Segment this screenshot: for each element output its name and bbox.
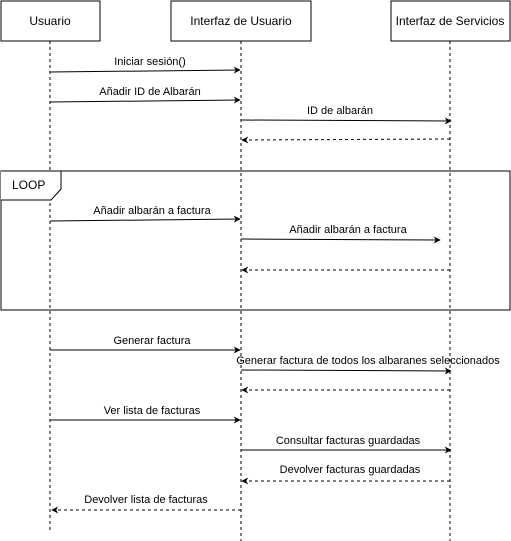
message-label: Devolver facturas guardadas [280, 464, 421, 476]
lifeline-label-interfaz-servicios: Interfaz de Servicios [396, 14, 505, 28]
message-arrow [240, 367, 452, 375]
message-label: Devolver lista de facturas [84, 494, 208, 506]
message-label: ID de albarán [307, 105, 373, 117]
loop-label: LOOP [12, 178, 45, 192]
lifeline-head-interfaz-usuario[interactable] [170, 0, 312, 42]
message-arrow [49, 96, 241, 104]
message-iniciar-sesion[interactable]: Iniciar sesión() [49, 56, 241, 74]
message-anadir-id-albaran[interactable]: Añadir ID de Albarán [49, 86, 241, 104]
message-label: Ver lista de facturas [104, 405, 201, 417]
message-arrow [240, 117, 452, 125]
return-1[interactable] [241, 136, 451, 144]
lifeline-label-interfaz-usuario: Interfaz de Usuario [190, 14, 292, 28]
message-ver-lista-facturas[interactable]: Ver lista de facturas [50, 405, 241, 424]
lifeline-label-usuario: Usuario [29, 14, 71, 28]
message-label: Añadir ID de Albarán [99, 86, 201, 98]
message-arrow [49, 215, 241, 223]
return-arrow [241, 136, 451, 144]
lifeline-usuario[interactable]: Usuario [0, 0, 101, 530]
lifeline-interfaz-servicios[interactable]: Interfaz de Servicios [390, 0, 511, 541]
message-devolver-lista-facturas[interactable]: Devolver lista de facturas [51, 494, 241, 514]
message-arrow [240, 236, 441, 244]
loop-fragment[interactable]: LOOP [0, 170, 511, 311]
message-label: Generar factura [113, 335, 191, 347]
loop-tab [1, 170, 62, 201]
message-label: Añadir albarán a factura [93, 205, 211, 217]
message-generar-factura-todos[interactable]: Generar factura de todos los albaranes s… [236, 355, 500, 375]
message-anadir-albaran-factura[interactable]: Añadir albarán a factura [49, 205, 241, 223]
message-consultar-facturas[interactable]: Consultar facturas guardadas [241, 435, 452, 454]
message-label: Añadir albarán a factura [289, 224, 407, 236]
lifeline-head-usuario[interactable] [0, 0, 101, 42]
message-anadir-albaran-factura-servicio[interactable]: Añadir albarán a factura [240, 224, 441, 244]
message-label: Consultar facturas guardadas [276, 435, 421, 447]
lifeline-interfaz-usuario[interactable]: Interfaz de Usuario [170, 0, 312, 541]
message-arrow [49, 66, 241, 74]
message-label: Iniciar sesión() [114, 56, 186, 68]
message-id-albaran[interactable]: ID de albarán [240, 105, 452, 125]
message-label: Generar factura de todos los albaranes s… [236, 355, 500, 367]
message-generar-factura[interactable]: Generar factura [50, 335, 241, 354]
loop-frame[interactable] [0, 170, 511, 311]
lifeline-head-interfaz-servicios[interactable] [390, 0, 511, 42]
message-devolver-facturas-guardadas[interactable]: Devolver facturas guardadas [241, 464, 450, 485]
